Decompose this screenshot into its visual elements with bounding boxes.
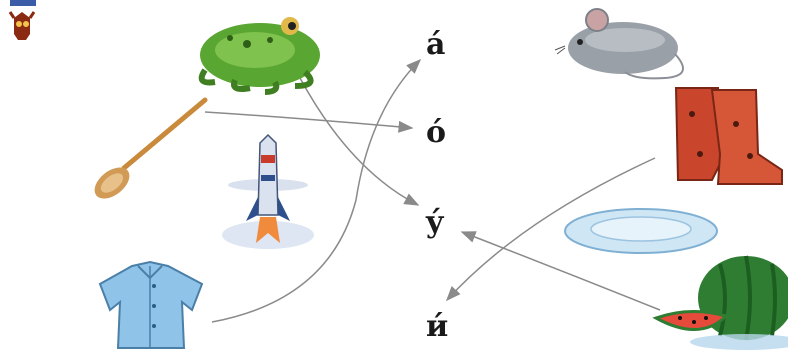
plate-picture[interactable] [564,208,718,254]
letter-i[interactable]: и́ [426,309,449,344]
watermelon-picture[interactable] [652,255,788,350]
arrow-shirt-to-a [211,58,422,323]
frog-picture[interactable] [198,17,320,95]
letter-o[interactable]: ó [426,115,447,150]
spoon-picture[interactable] [89,97,208,205]
arrow-watermelon-to-u [460,231,661,311]
letter-a[interactable]: á [426,27,446,62]
arrow-boots-to-i [445,157,656,302]
mouse-picture[interactable] [554,8,684,80]
shirt-picture[interactable] [98,260,204,349]
boots-picture[interactable] [674,87,783,185]
letter-u[interactable]: ý [426,205,444,240]
connection-arrows [204,58,661,323]
rocket-picture[interactable] [222,133,314,249]
arrow-spoon-to-o [204,111,414,133]
corner-tools-icon[interactable] [8,0,36,40]
arrow-frog-to-u [299,77,420,206]
